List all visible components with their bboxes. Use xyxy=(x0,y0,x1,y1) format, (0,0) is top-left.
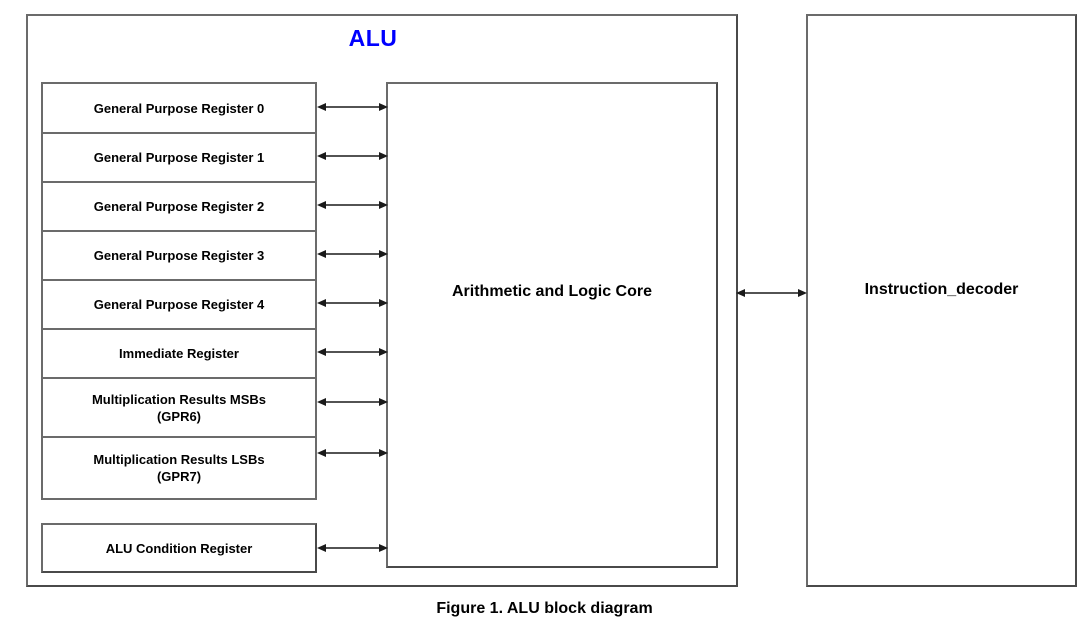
alu-condition-register-label: ALU Condition Register xyxy=(105,540,253,556)
figure-caption: Figure 1. ALU block diagram xyxy=(436,600,653,617)
alu-title-label: ALU xyxy=(348,25,398,51)
register-label-immediate: Immediate Register xyxy=(119,346,239,361)
register-row-gpr2[interactable]: General Purpose Register 2 xyxy=(43,183,315,232)
register-row-gpr7[interactable]: Multiplication Results LSBs (GPR7) xyxy=(43,438,315,498)
register-row-gpr4[interactable]: General Purpose Register 4 xyxy=(43,281,315,330)
register-label-gpr1: General Purpose Register 1 xyxy=(93,150,265,165)
register-label-gpr3: General Purpose Register 3 xyxy=(93,248,265,263)
connector-core-to-instruction-decoder xyxy=(736,286,807,300)
alu-condition-register-box[interactable]: ALU Condition Register xyxy=(41,523,317,573)
register-label-gpr0: General Purpose Register 0 xyxy=(93,100,265,116)
register-row-gpr3[interactable]: General Purpose Register 3 xyxy=(43,232,315,281)
instruction-decoder-box[interactable]: Instruction_decoder xyxy=(806,14,1077,587)
register-label-gpr6-line2: (GPR6) xyxy=(156,408,202,424)
arithmetic-logic-core-box[interactable]: Arithmetic and Logic Core xyxy=(386,82,718,568)
register-row-gpr1[interactable]: General Purpose Register 1 xyxy=(43,134,315,183)
register-label-gpr7: Multiplication Results LSBs (GPR7) xyxy=(93,451,264,485)
register-row-immediate[interactable]: Immediate Register xyxy=(43,330,315,379)
register-file-stack: General Purpose Register 0 General Purpo… xyxy=(41,82,317,500)
register-label-gpr6-line1: Multiplication Results MSBs xyxy=(91,391,267,407)
register-label-gpr6: Multiplication Results MSBs (GPR6) xyxy=(92,391,266,425)
register-label-gpr4: General Purpose Register 4 xyxy=(93,297,265,312)
register-row-gpr0[interactable]: General Purpose Register 0 xyxy=(43,84,315,134)
register-row-gpr6[interactable]: Multiplication Results MSBs (GPR6) xyxy=(43,379,315,438)
instruction-decoder-label: Instruction_decoder xyxy=(864,281,1019,298)
register-label-gpr7-line2: (GPR7) xyxy=(156,469,202,484)
register-label-gpr7-line1: Multiplication Results LSBs xyxy=(93,452,265,467)
register-label-gpr2: General Purpose Register 2 xyxy=(93,199,265,214)
arithmetic-logic-core-label: Arithmetic and Logic Core xyxy=(451,283,653,300)
